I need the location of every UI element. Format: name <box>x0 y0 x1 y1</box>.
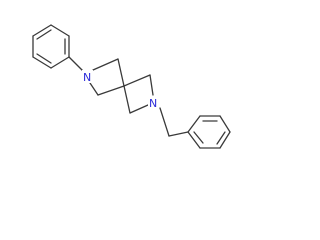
bond <box>187 131 201 149</box>
chemical-structure-diagram: N N <box>32 24 231 149</box>
bond <box>123 74 151 87</box>
atom-label-n2: N <box>149 97 157 110</box>
bond <box>149 74 154 96</box>
bond <box>89 82 99 96</box>
bond <box>97 85 125 96</box>
bond <box>50 24 70 37</box>
bond <box>129 104 149 114</box>
double-bond-inner <box>36 53 52 64</box>
azetidine-ring-lower <box>123 74 154 114</box>
double-bond-inner <box>193 131 204 144</box>
bond-phenyl-n1 <box>68 56 84 72</box>
phenyl-ring-benzyl <box>187 115 231 149</box>
double-bond-inner <box>216 131 226 145</box>
atom-label-n1: N <box>83 71 91 84</box>
azetidine-ring-upper <box>89 58 125 96</box>
atom-n1: N <box>82 70 93 84</box>
bond-ch2-phenyl <box>168 131 189 137</box>
bond <box>117 58 125 87</box>
atom-n2: N <box>148 96 159 110</box>
bond <box>219 131 231 149</box>
double-bond-inner <box>36 29 52 40</box>
phenyl-ring-top <box>32 24 70 69</box>
bond <box>92 58 119 71</box>
bond <box>123 85 131 114</box>
bond <box>50 56 70 69</box>
bond-n2-ch2 <box>159 107 170 137</box>
bond <box>32 56 52 69</box>
bond <box>187 115 201 133</box>
bond <box>219 115 231 133</box>
bond <box>32 24 52 37</box>
